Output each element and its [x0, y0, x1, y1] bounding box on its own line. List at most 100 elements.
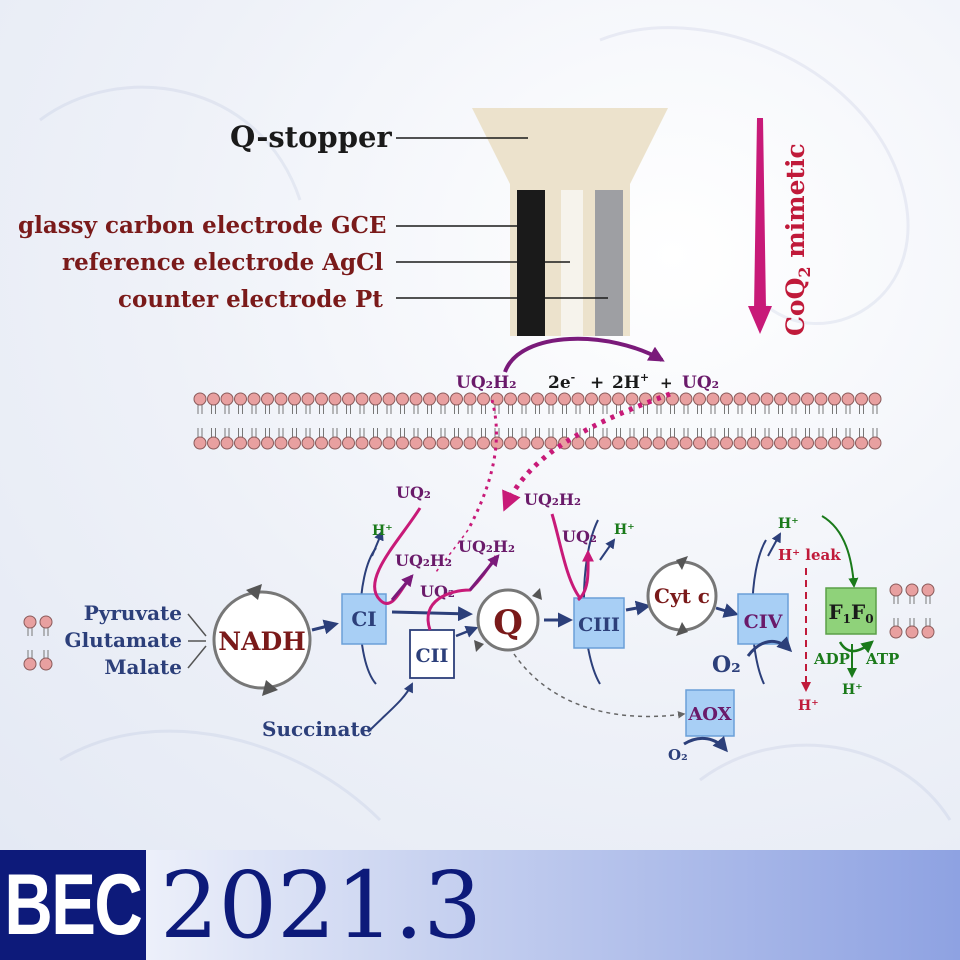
lipid-head — [531, 392, 544, 406]
lipid-head — [234, 436, 247, 450]
lipid-head — [261, 436, 274, 450]
uq2-diffusion-arrow — [502, 391, 671, 512]
pyruvate-label: Pyruvate — [84, 601, 182, 625]
lipid-head — [652, 436, 666, 450]
lipid-head — [733, 436, 747, 450]
lipid-head — [801, 436, 814, 450]
lipid-head — [841, 392, 855, 406]
lipid-head — [639, 436, 652, 450]
lipid-head — [747, 436, 760, 450]
lipid-head — [720, 392, 733, 406]
uq2h2-diffusion-tail — [435, 529, 469, 573]
lipid-head — [787, 436, 801, 450]
reference-electrode — [561, 190, 583, 336]
ciii-uq2-return-arrow — [576, 549, 595, 602]
lipid-head — [396, 392, 409, 406]
lipid-head — [274, 392, 288, 406]
gce-label: glassy carbon electrode GCE — [18, 212, 386, 239]
ciii-h-plus-label: H⁺ — [614, 522, 635, 538]
cii-uq2h2-arrow — [468, 554, 500, 591]
cytc-to-civ-arrow — [715, 603, 739, 618]
lipid-head — [234, 392, 247, 406]
cii-to-q-arrow — [455, 625, 479, 638]
uq2h2-diffusion-arrow — [466, 399, 498, 531]
q-pool-circle — [476, 588, 540, 652]
lipid-head — [247, 392, 261, 406]
lipid-head — [409, 436, 423, 450]
lipid-head — [531, 436, 544, 450]
succinate-label: Succinate — [262, 717, 372, 741]
civ-proton-arrow — [767, 532, 781, 557]
lipid-head — [544, 392, 558, 406]
lipid-head — [855, 436, 868, 450]
lipid-head — [193, 392, 207, 406]
cii-label: CII — [416, 645, 449, 667]
lipid-head — [436, 392, 450, 406]
lipid-head — [517, 436, 531, 450]
lipid-head — [261, 392, 274, 406]
uq2h2-cii-label: UQ₂H₂ — [458, 537, 515, 556]
lipid-head — [274, 436, 288, 450]
q-stopper-label: Q-stopper — [230, 120, 392, 154]
q-stopper-device — [472, 108, 668, 336]
lipid-head — [733, 392, 747, 406]
lipid-head — [423, 392, 436, 406]
lipid-head — [666, 436, 679, 450]
aox-label: AOX — [687, 704, 731, 725]
lipid-head — [585, 392, 598, 406]
lipid-head — [612, 436, 625, 450]
f1f0-proton-in-arrow — [821, 515, 859, 588]
lipid-head — [571, 392, 585, 406]
reference-label: reference electrode AgCl — [62, 249, 383, 276]
lipid-head — [760, 436, 774, 450]
lipid-head — [814, 436, 828, 450]
lipid-head — [315, 436, 328, 450]
lipid-head — [720, 436, 733, 450]
civ-o2-arrow — [746, 636, 793, 657]
uq2-cii-label: UQ₂ — [420, 582, 455, 601]
lipid-head — [693, 436, 706, 450]
lipid-head — [39, 615, 53, 629]
lipid-head — [921, 625, 935, 639]
lipid-head — [921, 583, 935, 597]
lipid-head — [612, 392, 625, 406]
lipid-head — [369, 392, 382, 406]
lipid-head — [477, 392, 490, 406]
lipid-head — [585, 436, 598, 450]
lipid-head — [23, 615, 37, 629]
h-leak-label: H⁺ leak — [778, 546, 841, 564]
protons-label: 2H+ — [612, 371, 649, 393]
lipid-head — [760, 392, 774, 406]
lipid-head — [355, 436, 369, 450]
lipid-head — [450, 436, 463, 450]
lipid-head — [369, 436, 382, 450]
journal-logo-text: BEC — [4, 856, 144, 953]
lipid-head — [220, 436, 234, 450]
lipid-head — [706, 436, 720, 450]
lipid-head — [905, 625, 919, 639]
lipid-head — [207, 436, 220, 450]
aox-box — [685, 689, 735, 737]
lipid-head — [463, 436, 477, 450]
lipid-head — [301, 392, 315, 406]
lipid-head — [436, 436, 450, 450]
civ-h-plus-label: H⁺ — [778, 516, 799, 532]
ci-uq2h2-arrow — [390, 574, 414, 601]
f1f0-h-plus-label: H⁺ — [842, 682, 863, 698]
lipid-head — [490, 392, 504, 406]
lipid-head — [220, 392, 234, 406]
lipid-head — [288, 392, 301, 406]
lipid-head — [490, 436, 504, 450]
lipid-head — [315, 392, 328, 406]
lipid-head — [625, 392, 639, 406]
lipid-head — [396, 436, 409, 450]
uq2h2-top-label: UQ₂H₂ — [456, 373, 517, 393]
lipid-head — [39, 657, 53, 671]
lipid-head — [517, 392, 531, 406]
nadh-cycle-circle — [212, 590, 312, 690]
lipid-head — [544, 436, 558, 450]
aox-o2-arrow — [683, 735, 728, 753]
leak-h-plus-label: H⁺ — [798, 698, 819, 714]
lipid-head — [679, 392, 693, 406]
lipid-icon-left — [23, 615, 53, 671]
